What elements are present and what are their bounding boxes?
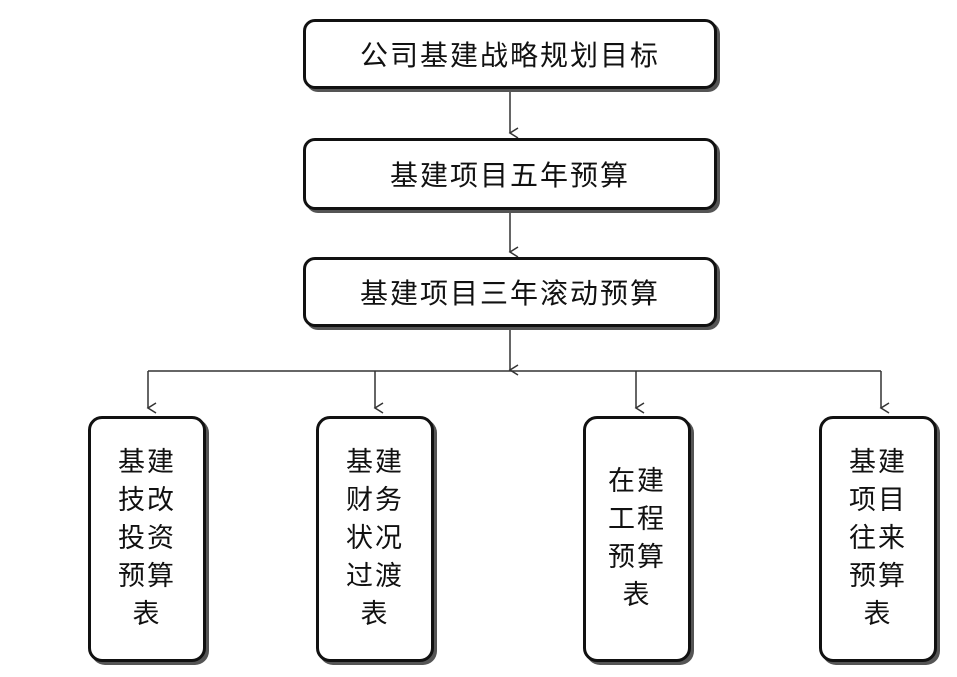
node-investment-budget-table: 基建技改投资预算表: [88, 416, 206, 662]
node-label: 在建工程预算表: [608, 466, 666, 611]
node-label: 基建项目五年预算: [389, 159, 630, 192]
node-label: 基建项目往来预算表: [849, 447, 907, 630]
node-label: 基建财务状况过渡表: [346, 447, 404, 630]
node-construction-in-progress-table: 在建工程预算表: [583, 416, 691, 662]
node-three-year-rolling-budget: 基建项目三年滚动预算: [303, 257, 717, 327]
node-label: 基建项目三年滚动预算: [359, 277, 660, 310]
node-project-transactions-table: 基建项目往来预算表: [819, 416, 937, 662]
node-five-year-budget: 基建项目五年预算: [303, 138, 717, 210]
node-label: 公司基建战略规划目标: [359, 39, 660, 72]
node-label: 基建技改投资预算表: [118, 447, 176, 630]
node-strategic-goal: 公司基建战略规划目标: [303, 19, 717, 89]
node-financial-transition-table: 基建财务状况过渡表: [316, 416, 434, 662]
